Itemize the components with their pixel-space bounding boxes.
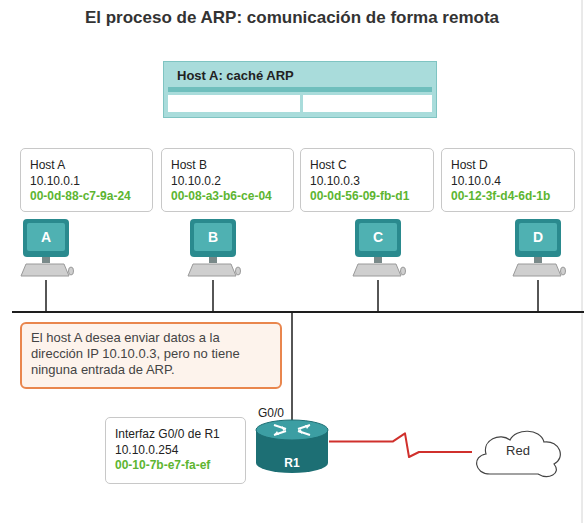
interface-info-box: Interfaz G0/0 de R110.10.0.25400-10-7b-e…: [105, 417, 246, 484]
monitor-stand: [42, 257, 50, 263]
monitor-stand: [534, 257, 542, 263]
pc-shape: [350, 219, 406, 280]
keyboard: [353, 264, 401, 276]
bus-drop: [45, 280, 47, 312]
host-computer: A: [18, 219, 74, 280]
table-heading: Host A: caché ARP: [177, 68, 423, 84]
pc-shape: [185, 219, 241, 280]
host-info-box: Host C10.10.0.300-0d-56-09-fb-d1: [300, 148, 434, 212]
host-computer: B: [185, 219, 241, 280]
note-text: El host A desea enviar datos a la direcc…: [31, 330, 271, 378]
box-heading: Host D: [451, 158, 565, 174]
page-title: El proceso de ARP: comunicación de forma…: [0, 7, 584, 29]
pc-shape: [18, 219, 74, 280]
ip-address: 10.10.0.3: [310, 174, 424, 190]
box-heading: Host A: [30, 158, 143, 174]
mouse: [236, 267, 241, 275]
ip-address: 10.10.0.1: [30, 174, 143, 190]
mac-address: 00-12-3f-d4-6d-1b: [451, 189, 565, 205]
monitor-stand: [209, 257, 217, 263]
router-name: R1: [254, 455, 330, 471]
mouse: [401, 267, 406, 275]
mac-address: 00-0d-88-c7-9a-24: [30, 189, 143, 205]
keyboard: [188, 264, 236, 276]
arp-cache-box: Host A: caché ARP: [163, 61, 437, 118]
mac-address: 00-08-a3-b6-ce-04: [171, 189, 284, 205]
frame-edge: [582, 0, 583, 523]
router-icon: R1: [254, 419, 330, 475]
mouse: [561, 267, 566, 275]
router-drop: [291, 312, 293, 421]
host-computer: D: [510, 219, 566, 280]
router-arrow-heads: [274, 425, 310, 435]
host-info-box: Host A10.10.0.100-0d-88-c7-9a-24: [20, 148, 153, 212]
cloud-label: Red: [468, 443, 568, 459]
network-cloud: Red: [468, 424, 568, 480]
callout-note: El host A desea enviar datos a la direcc…: [20, 322, 282, 389]
serial-link: [329, 433, 472, 457]
ip-address: 10.10.0.2: [171, 174, 284, 190]
host-info-box: Host B10.10.0.200-08-a3-b6-ce-04: [161, 148, 294, 212]
host-computer: C: [350, 219, 406, 280]
mouse: [69, 267, 74, 275]
keyboard: [21, 264, 69, 276]
router-top: [256, 420, 328, 440]
host-letter: C: [350, 227, 406, 247]
host-letter: D: [510, 227, 566, 247]
ip-address: 10.10.0.4: [451, 174, 565, 190]
bus-drop: [212, 280, 214, 312]
box-heading: Host B: [171, 158, 284, 174]
host-info-box: Host D10.10.0.400-12-3f-d4-6d-1b: [441, 148, 575, 212]
ip-address: 10.10.0.254: [115, 443, 236, 459]
connector-layer: [329, 433, 472, 457]
mac-address: 00-0d-56-09-fb-d1: [310, 189, 424, 205]
keyboard: [513, 264, 561, 276]
pc-shape: [510, 219, 566, 280]
box-heading: Host C: [310, 158, 424, 174]
box-heading: Interfaz G0/0 de R1: [115, 427, 236, 443]
router-arrows: [274, 425, 310, 435]
host-letter: A: [18, 227, 74, 247]
ethernet-bus: [12, 311, 584, 313]
host-letter: B: [185, 227, 241, 247]
bus-drop: [537, 280, 539, 312]
bus-drop: [377, 280, 379, 312]
port-label: G0/0: [258, 406, 284, 420]
mac-address: 00-10-7b-e7-fa-ef: [115, 458, 236, 474]
monitor-stand: [374, 257, 382, 263]
